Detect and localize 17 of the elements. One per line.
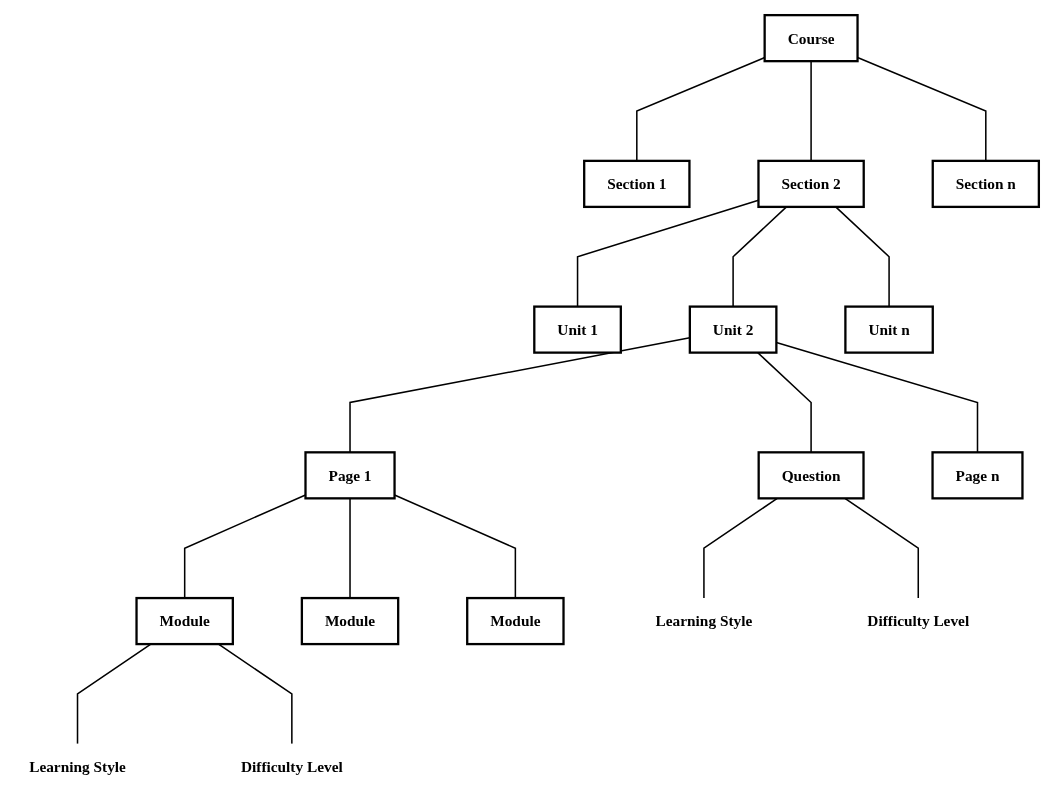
node-box: Unit 2	[688, 305, 778, 354]
node-box: Question	[757, 451, 865, 500]
node-box: Module	[135, 596, 234, 646]
node-box: Unit n	[844, 305, 934, 354]
node-text: Difficulty Level	[240, 758, 343, 776]
node-box: Section 1	[583, 159, 691, 209]
node-box: Page 1	[304, 451, 396, 500]
node-text: Learning Style	[29, 758, 126, 776]
node-box: Section n	[931, 159, 1040, 209]
node-box: Section 2	[757, 159, 865, 209]
node-text: Learning Style	[655, 612, 753, 630]
node-box: Module	[466, 596, 565, 646]
node-box: Module	[300, 596, 400, 646]
node-box: Course	[763, 14, 859, 63]
node-box: Page n	[931, 451, 1024, 500]
node-text: Difficulty Level	[867, 612, 970, 630]
node-box: Unit 1	[533, 305, 622, 354]
